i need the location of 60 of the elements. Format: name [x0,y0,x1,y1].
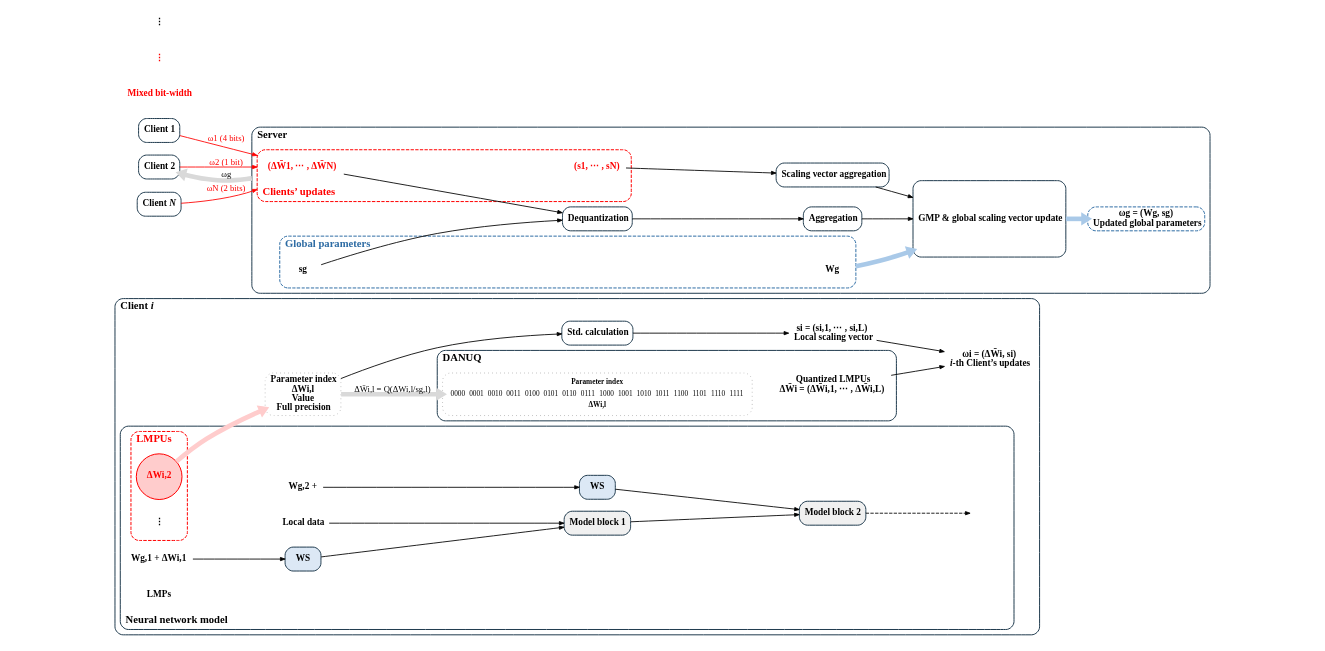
arrow [632,331,790,336]
arrow [875,186,914,199]
edge-label: ω1 (4 bits) [207,133,245,144]
node-text: Quantized LMPUs ΔW̄i = (ΔW̄i,1, ⋯ , ΔW̄i,L) [779,374,885,394]
node-text: Local data [282,516,325,527]
label: Mixed bit-width [127,88,192,99]
node-box: Parameter index 0000 0001 0010 0011 0100 0101 0110 0111 1000 1001 1010 1011 1100 1101 1110 1111 ΔW̄i,l [442,372,753,417]
node-text: ωi = (ΔW̄i, si) i-th Client’s updates [949,348,1031,368]
node-box: Aggregation [802,206,863,232]
arrow [322,485,580,490]
edge-label: ωg [221,168,232,179]
node-box: Model block 2 [798,500,867,526]
node-text: Wg [825,264,840,275]
node-box: Parameter index ΔWi,l Value Full precision [264,372,342,417]
arrow [343,173,563,214]
arrow [328,521,565,526]
node-box: WS [284,546,322,572]
label: ⋮ [154,52,164,63]
node-box: Client 2 [138,154,181,180]
label: ⋮ [154,516,164,527]
edge-label: ΔW̄i,l = Q(ΔWi,l/sg,l) [354,383,431,394]
edge-label: ωN (2 bits) [206,182,246,193]
arrow [630,512,800,523]
label: LMPs [146,588,172,599]
node-text: (s1, ⋯ , sN) [574,160,620,171]
node-text: Wg,2 + [288,481,317,492]
arrow [320,525,565,558]
arrow [340,332,563,379]
arrow [320,218,563,266]
node-box: Client 1 [138,118,181,143]
arrow [865,511,971,516]
arrow [890,365,945,376]
arrow [876,339,945,353]
node-box: Client N [136,191,182,217]
node-box: ωg = (Wg, sg) Updated global parameters [1087,206,1206,232]
node-text: si = (si,1, ⋯ , si,L) Local scaling vector [794,322,874,342]
arrow [174,405,270,464]
node-box: Model block 1 [563,510,632,536]
node-text: (ΔW̄1, ⋯ , ΔW̄N) [267,160,337,171]
node-box: Std. calculation [561,320,634,346]
arrow [179,135,258,157]
node-box: GMP & global scaling vector update [912,180,1067,258]
arrow [175,168,253,183]
node-box: Dequantization [562,206,633,232]
arrow [625,167,777,175]
arrow [861,216,914,221]
arrow [631,216,804,221]
arrow [192,557,286,562]
edge-label: ω2 (1 bit) [209,156,243,167]
arrow [855,246,918,269]
label: ⋮ [154,16,164,27]
arrow [341,387,447,401]
node-box: Scaling vector aggregation [775,162,890,188]
node-text: Wg,1 + ΔWi,1 [130,552,187,563]
arrow [180,188,258,204]
node-box: WS [578,474,616,500]
node-text: sg [298,264,307,275]
arrow [615,488,800,512]
node-circle: ΔWi,2 [135,453,183,500]
arrow [179,164,258,170]
